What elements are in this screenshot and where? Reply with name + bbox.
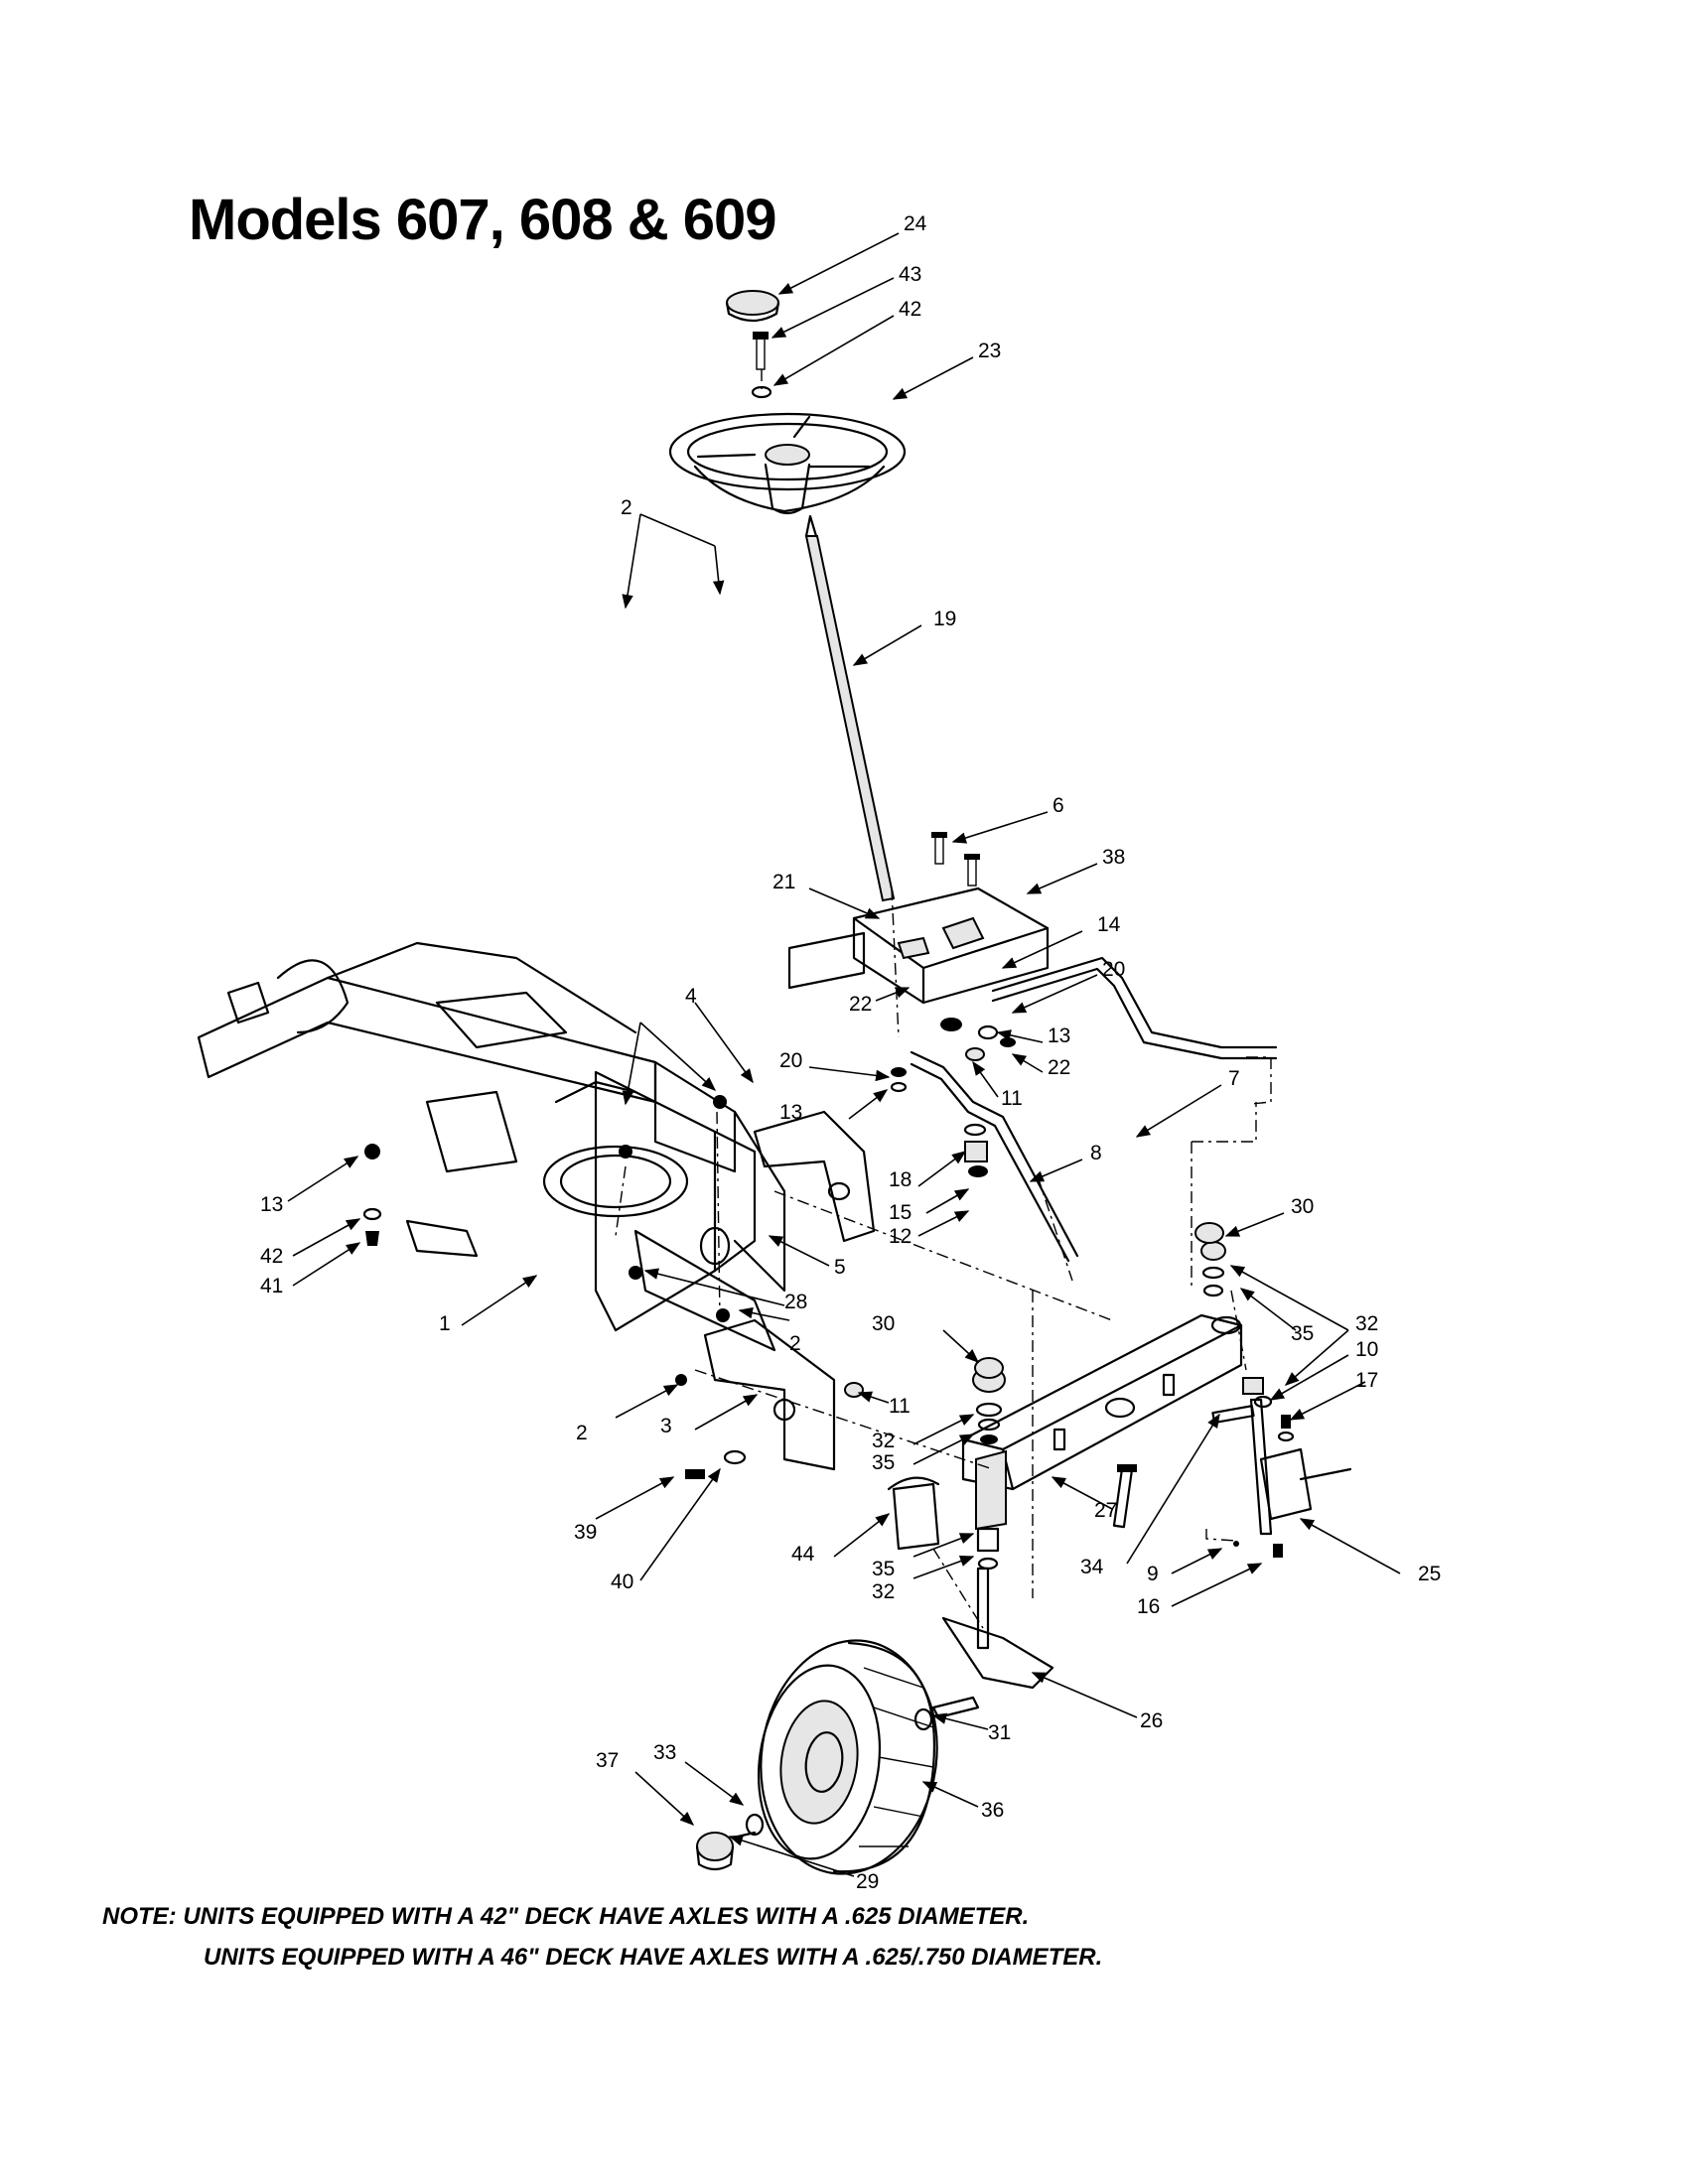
callout-35: 35 <box>1291 1322 1314 1345</box>
callout-9: 9 <box>1147 1563 1159 1585</box>
callout-29: 29 <box>856 1870 879 1893</box>
callout-34: 34 <box>1080 1556 1104 1578</box>
callout-41: 41 <box>260 1275 283 1297</box>
callout-28: 28 <box>784 1291 807 1313</box>
callout-42: 42 <box>260 1245 283 1268</box>
page-title: Models 607, 608 & 609 <box>189 188 777 252</box>
callout-36: 36 <box>981 1799 1004 1822</box>
callout-38: 38 <box>1102 846 1125 869</box>
callout-35: 35 <box>872 1558 895 1580</box>
callout-7: 7 <box>1228 1067 1240 1090</box>
callout-13: 13 <box>260 1193 283 1216</box>
hub-cap <box>695 1832 735 1871</box>
callout-11: 11 <box>1001 1087 1023 1110</box>
callout-15: 15 <box>889 1201 912 1224</box>
callout-23: 23 <box>978 340 1001 362</box>
callout-3: 3 <box>660 1415 672 1437</box>
callout-24: 24 <box>904 212 927 235</box>
callout-25: 25 <box>1418 1563 1441 1585</box>
nut-stack <box>890 1018 1016 1177</box>
frame-brackets <box>703 1110 876 1471</box>
callout-35: 35 <box>872 1451 895 1474</box>
callout-39: 39 <box>574 1521 597 1544</box>
wheel-washer <box>745 1813 765 1837</box>
callout-10: 10 <box>1355 1338 1378 1361</box>
callout-2: 2 <box>621 496 632 519</box>
callout-14: 14 <box>1097 913 1121 936</box>
steering-bolt <box>753 332 769 370</box>
center-lines <box>615 369 1272 1629</box>
callout-32: 32 <box>872 1580 895 1603</box>
callout-2: 2 <box>789 1332 801 1355</box>
front-axle <box>961 1313 1243 1491</box>
leader-lines <box>287 232 1401 1877</box>
callout-12: 12 <box>889 1225 912 1248</box>
callout-20: 20 <box>1102 958 1125 981</box>
callout-22: 22 <box>1048 1056 1070 1079</box>
callout-4: 4 <box>685 985 697 1008</box>
callout-43: 43 <box>899 263 921 286</box>
chassis-frame <box>197 941 786 1352</box>
drag-link-7 <box>991 956 1278 1060</box>
deck-note-42: NOTE: UNITS EQUIPPED WITH A 42" DECK HAV… <box>102 1903 1030 1930</box>
callout-26: 26 <box>1140 1709 1163 1732</box>
callout-33: 33 <box>653 1741 676 1764</box>
bracket-bolts <box>931 832 980 887</box>
front-wheel <box>757 1639 938 1875</box>
callout-22: 22 <box>849 993 872 1016</box>
callout-2: 2 <box>576 1422 588 1444</box>
steering-wheel <box>668 412 907 515</box>
axle-bolt <box>1112 1405 1255 1529</box>
callout-11: 11 <box>889 1395 911 1418</box>
callout-27: 27 <box>1094 1499 1117 1522</box>
steering-bracket <box>787 887 1050 1005</box>
spindle-right <box>1200 1241 1352 1558</box>
callout-42: 42 <box>899 298 921 321</box>
callout-30: 30 <box>872 1312 895 1335</box>
steering-shaft <box>804 514 896 902</box>
callout-8: 8 <box>1090 1142 1102 1164</box>
callout-37: 37 <box>596 1749 619 1772</box>
deck-note-46: UNITS EQUIPPED WITH A 46" DECK HAVE AXLE… <box>204 1944 1103 1971</box>
callout-13: 13 <box>779 1101 802 1124</box>
steering-cap <box>725 290 780 323</box>
callout-5: 5 <box>834 1256 846 1279</box>
callout-20: 20 <box>779 1049 802 1072</box>
bushing-44 <box>887 1476 940 1551</box>
callout-19: 19 <box>933 608 956 630</box>
spindle-left <box>941 1367 1054 1690</box>
callout-32: 32 <box>1355 1312 1378 1335</box>
callout-6: 6 <box>1052 794 1064 817</box>
callout-32: 32 <box>872 1430 895 1452</box>
callout-16: 16 <box>1137 1595 1160 1618</box>
callout-21: 21 <box>772 871 795 893</box>
callout-31: 31 <box>988 1721 1011 1744</box>
callout-1: 1 <box>439 1312 451 1335</box>
cap-30-right <box>1194 1222 1224 1244</box>
cap-30-left <box>974 1357 1004 1379</box>
callout-44: 44 <box>791 1543 815 1566</box>
callout-30: 30 <box>1291 1195 1314 1218</box>
callout-18: 18 <box>889 1168 912 1191</box>
callout-40: 40 <box>611 1570 633 1593</box>
callout-labels: 24 43 42 23 19 6 38 21 14 20 7 2 4 20 13… <box>260 212 1441 1893</box>
callout-17: 17 <box>1355 1369 1378 1392</box>
drag-link-8 <box>910 1050 1079 1263</box>
callout-13: 13 <box>1048 1024 1070 1047</box>
